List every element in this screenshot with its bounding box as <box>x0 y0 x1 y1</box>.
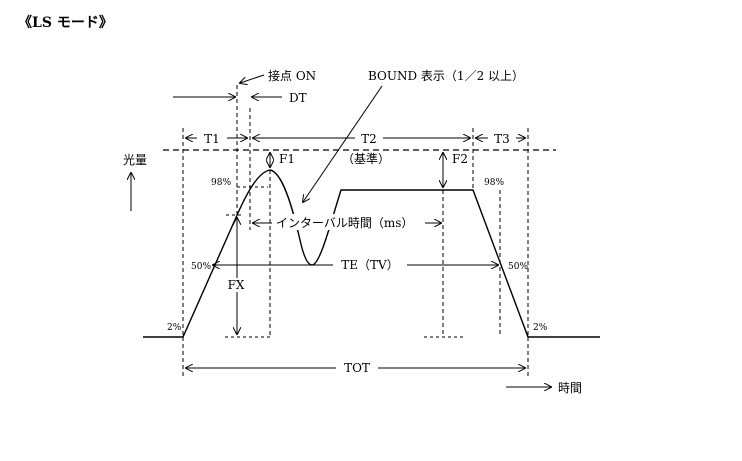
dt-label: DT <box>289 91 307 105</box>
page-title: 《LS モード》 <box>18 15 113 31</box>
f1-label: F1 <box>279 152 295 166</box>
t1-label: T1 <box>204 132 220 146</box>
t3-label: T3 <box>494 132 510 146</box>
t2-label: T2 <box>361 132 377 146</box>
pct98-left-label: 98% <box>211 178 231 188</box>
time-label: 時間 <box>558 381 582 395</box>
contact-on-pointer <box>240 74 265 83</box>
f2-label: F2 <box>452 152 468 166</box>
pct98-right-label: 98% <box>484 178 504 188</box>
interval-label: インターバル時間（ms） <box>276 216 413 230</box>
te-tv-label: TE（TV） <box>341 258 398 272</box>
pct2-right-label: 2% <box>533 323 548 333</box>
light-amount-label: 光量 <box>123 153 147 167</box>
pct2-left-label: 2% <box>167 323 182 333</box>
bound-pointer <box>303 85 383 202</box>
reference-label: （基準） <box>342 151 390 166</box>
signal-waveform <box>143 169 600 338</box>
contact-on-label: 接点 ON <box>268 68 316 83</box>
tot-label: TOT <box>344 361 370 375</box>
fx-label: FX <box>228 278 245 292</box>
pct50-right-label: 50% <box>508 262 528 272</box>
bound-label: BOUND 表示（1／2 以上） <box>368 69 524 83</box>
pct50-left-label: 50% <box>191 262 211 272</box>
